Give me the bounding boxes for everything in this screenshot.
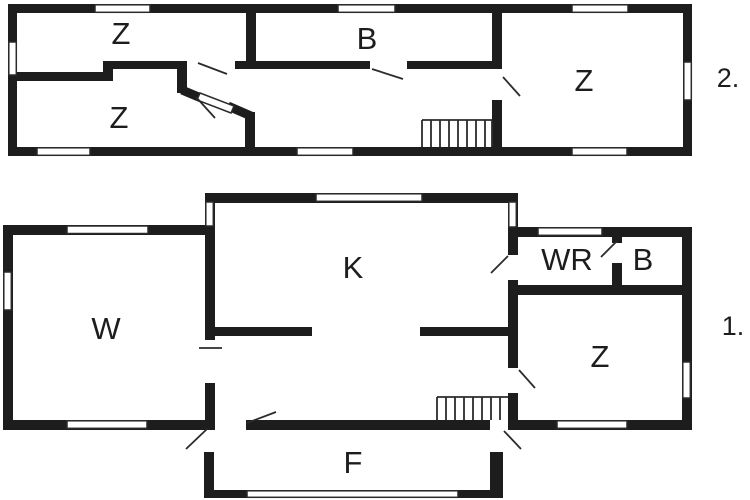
window — [296, 147, 354, 157]
window — [36, 147, 91, 157]
room-label-f: F — [344, 445, 363, 480]
window — [66, 420, 148, 430]
wall-segment — [508, 285, 692, 295]
wall-segment — [508, 237, 518, 255]
upper-floor-plan: Z B Z Z 2. — [8, 4, 740, 157]
room-label-z-right: Z — [575, 63, 594, 98]
door-leaf-diagonal — [196, 92, 235, 114]
door-swing — [600, 240, 618, 258]
wall-segment — [17, 72, 107, 81]
window — [246, 490, 459, 499]
room-label-k: K — [343, 250, 364, 285]
wall-segment — [492, 13, 502, 68]
window — [683, 61, 693, 101]
room-label-z-lower: Z — [591, 339, 610, 374]
window — [508, 201, 518, 228]
window — [571, 147, 628, 157]
door-swing — [518, 369, 536, 389]
wall-segment — [682, 227, 692, 430]
door-swing — [490, 255, 509, 274]
door-swing — [197, 62, 228, 75]
wall-segment — [490, 452, 503, 498]
wall-segment — [246, 420, 490, 430]
stairs-upper — [421, 119, 493, 147]
door-swing — [185, 428, 208, 450]
window — [556, 420, 628, 430]
wall-segment — [508, 295, 518, 368]
wall-segment — [205, 383, 215, 430]
window — [571, 4, 629, 14]
floor-label-1: 1. — [722, 311, 745, 341]
door-swing — [195, 96, 216, 119]
window — [205, 201, 215, 227]
wall-segment — [612, 263, 622, 295]
room-label-z-bottom-left: Z — [110, 100, 129, 135]
door-swing — [502, 76, 521, 97]
door-swing — [371, 68, 404, 80]
window — [3, 271, 13, 311]
wall-segment — [3, 225, 13, 430]
room-label-b-lower: B — [633, 242, 654, 277]
wall-segment — [212, 327, 312, 336]
window — [8, 41, 18, 76]
wall-segment — [205, 235, 215, 340]
room-label-w: W — [91, 311, 121, 346]
wall-segment — [245, 112, 255, 147]
wall-segment — [8, 4, 17, 156]
wall-segment — [492, 100, 502, 147]
wall-segment — [103, 61, 113, 81]
lower-floor-plan: W K WR B Z F 1. — [3, 193, 745, 499]
wall-segment — [177, 61, 187, 93]
window — [94, 4, 151, 14]
wall-segment — [246, 13, 256, 68]
stairs-lower — [436, 396, 508, 420]
wall-segment — [407, 61, 502, 69]
window — [315, 193, 423, 203]
room-label-b-upper: B — [357, 21, 378, 56]
wall-segment — [420, 327, 508, 336]
door-swing — [503, 430, 522, 450]
window — [66, 225, 149, 235]
window — [537, 227, 603, 237]
wall-segment — [612, 237, 622, 243]
window — [337, 4, 396, 14]
wall-segment — [508, 280, 518, 295]
window — [682, 361, 692, 399]
wall-segment — [103, 61, 187, 69]
room-label-z-top-left: Z — [112, 16, 131, 51]
wall-segment — [235, 61, 370, 69]
floor-label-2: 2. — [717, 63, 740, 93]
wall-segment — [204, 452, 214, 498]
room-label-wr: WR — [541, 242, 593, 277]
door-swing — [246, 411, 277, 424]
wall-segment — [508, 393, 518, 430]
